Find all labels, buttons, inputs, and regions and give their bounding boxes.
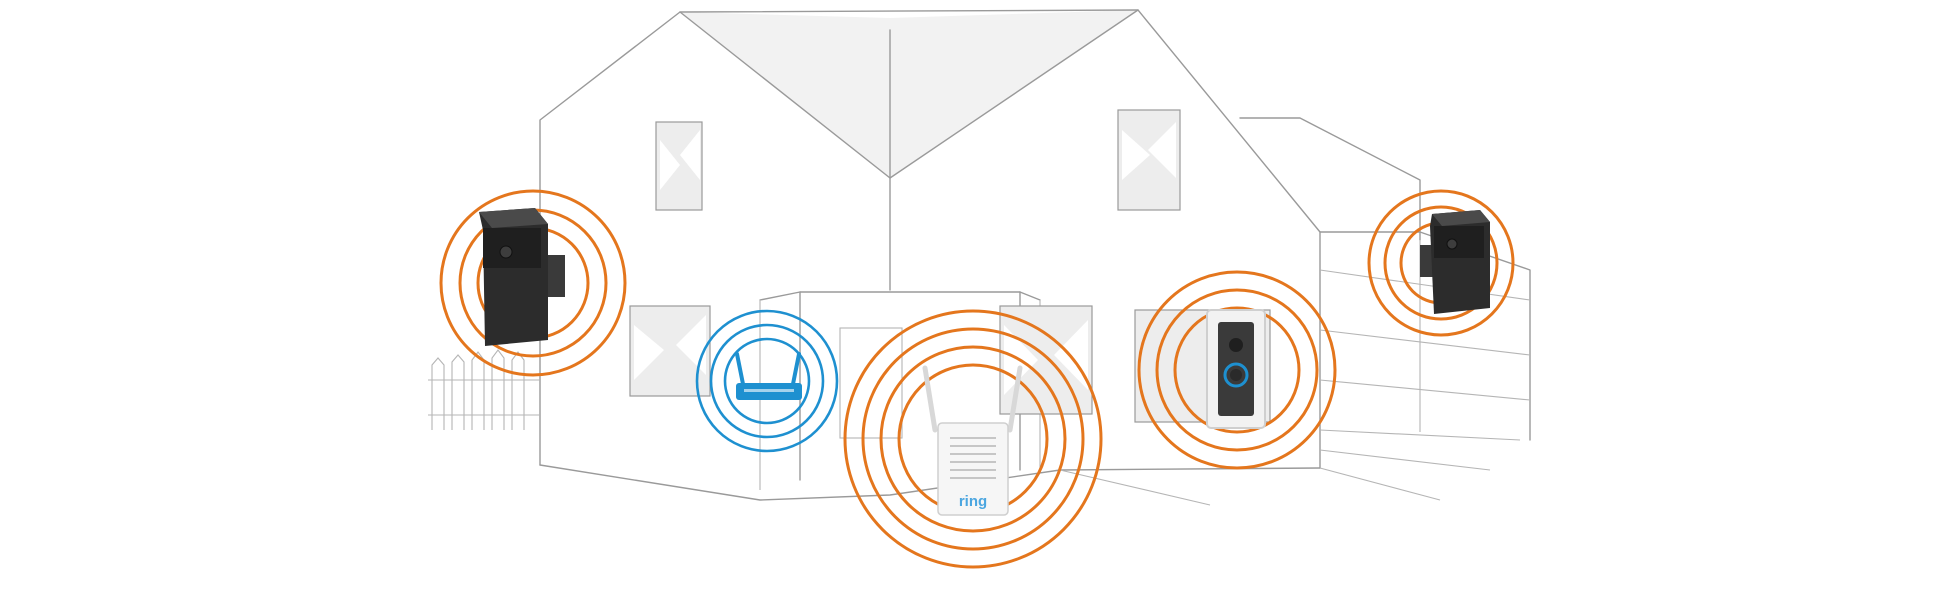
wifi-router[interactable]	[695, 309, 839, 453]
wifi-rings	[695, 309, 839, 453]
battery-camera-icon	[479, 208, 565, 346]
chime-icon: ring	[922, 365, 1023, 516]
signal-rings	[843, 309, 1103, 569]
stick-up-cam-left[interactable]	[439, 189, 627, 377]
signal-rings	[1137, 270, 1337, 470]
router-icon	[735, 352, 802, 400]
chime-brand-label: ring	[959, 493, 987, 510]
battery-camera-icon	[1420, 210, 1490, 314]
doorbell-icon	[1206, 309, 1266, 429]
video-doorbell-pro[interactable]	[1137, 270, 1337, 470]
stick-up-cam-right[interactable]	[1367, 189, 1515, 337]
chime-pro[interactable]: ring	[843, 309, 1103, 569]
picket-fence	[428, 349, 540, 430]
